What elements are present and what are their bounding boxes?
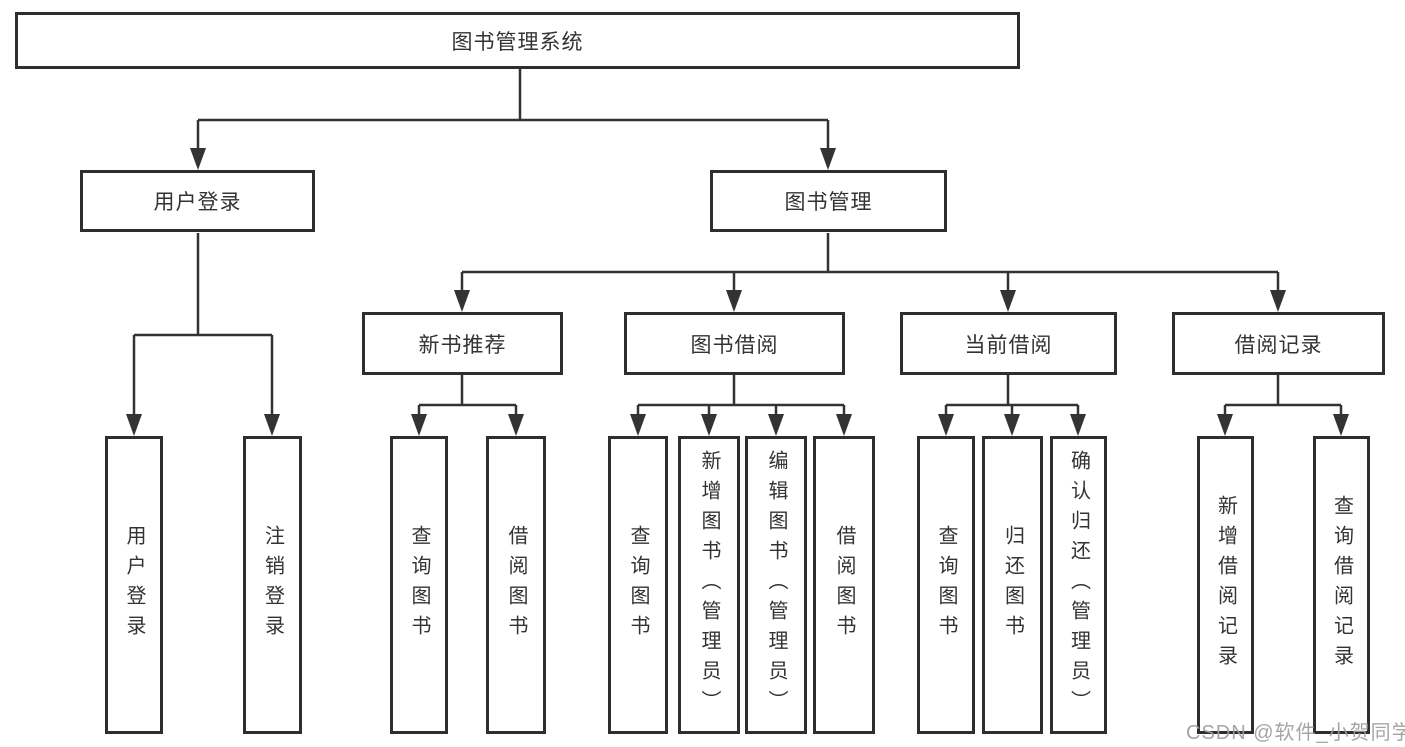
node-library-management-system: 图书管理系统 xyxy=(15,12,1020,69)
node-label: 确认归还（管理员） xyxy=(1067,450,1090,720)
leaf-query-books-current: 查询图书 xyxy=(917,436,975,734)
node-label: 借阅图书 xyxy=(505,525,527,645)
leaf-edit-books-admin: 编辑图书（管理员） xyxy=(745,436,807,734)
leaf-query-books-recommend: 查询图书 xyxy=(390,436,448,734)
leaf-user-login: 用户登录 xyxy=(105,436,163,734)
leaf-add-books-admin: 新增图书（管理员） xyxy=(678,436,740,734)
node-label: 图书管理系统 xyxy=(451,30,584,54)
node-label: 借阅图书 xyxy=(833,525,855,645)
leaf-confirm-return-admin: 确认归还（管理员） xyxy=(1050,436,1107,734)
node-label: 归还图书 xyxy=(1001,525,1024,645)
node-borrow-records: 借阅记录 xyxy=(1172,312,1385,375)
leaf-borrow-books-recommend: 借阅图书 xyxy=(486,436,546,734)
leaf-add-borrow-record: 新增借阅记录 xyxy=(1197,436,1254,734)
node-label: 查询图书 xyxy=(935,525,957,645)
node-label: 注销登录 xyxy=(261,525,284,645)
node-book-borrow: 图书借阅 xyxy=(624,312,845,375)
arrowheads xyxy=(126,148,1349,436)
node-label: 查询借阅记录 xyxy=(1330,495,1353,675)
leaf-query-books-borrow: 查询图书 xyxy=(608,436,668,734)
node-user-login: 用户登录 xyxy=(80,170,315,232)
node-label: 图书借阅 xyxy=(690,333,779,357)
node-label: 查询图书 xyxy=(627,525,649,645)
node-label: 图书管理 xyxy=(784,191,873,214)
node-book-management: 图书管理 xyxy=(710,170,947,232)
node-current-borrow: 当前借阅 xyxy=(900,312,1117,375)
node-label: 借阅记录 xyxy=(1234,333,1323,357)
csdn-watermark: CSDN @软件_小贺同学 xyxy=(1186,722,1405,744)
node-label: 查询图书 xyxy=(408,525,430,645)
leaf-borrow-books: 借阅图书 xyxy=(813,436,875,734)
node-label: 新增借阅记录 xyxy=(1214,495,1237,675)
node-label: 编辑图书（管理员） xyxy=(765,450,787,720)
leaf-return-books: 归还图书 xyxy=(982,436,1043,734)
node-label: 用户登录 xyxy=(123,525,145,645)
node-new-book-recommend: 新书推荐 xyxy=(362,312,563,375)
leaf-query-borrow-record: 查询借阅记录 xyxy=(1313,436,1370,734)
node-label: 用户登录 xyxy=(153,191,242,214)
node-label: 新增图书（管理员） xyxy=(698,450,720,720)
node-label: 当前借阅 xyxy=(964,333,1053,357)
leaf-logout: 注销登录 xyxy=(243,436,302,734)
node-label: 新书推荐 xyxy=(418,333,507,357)
